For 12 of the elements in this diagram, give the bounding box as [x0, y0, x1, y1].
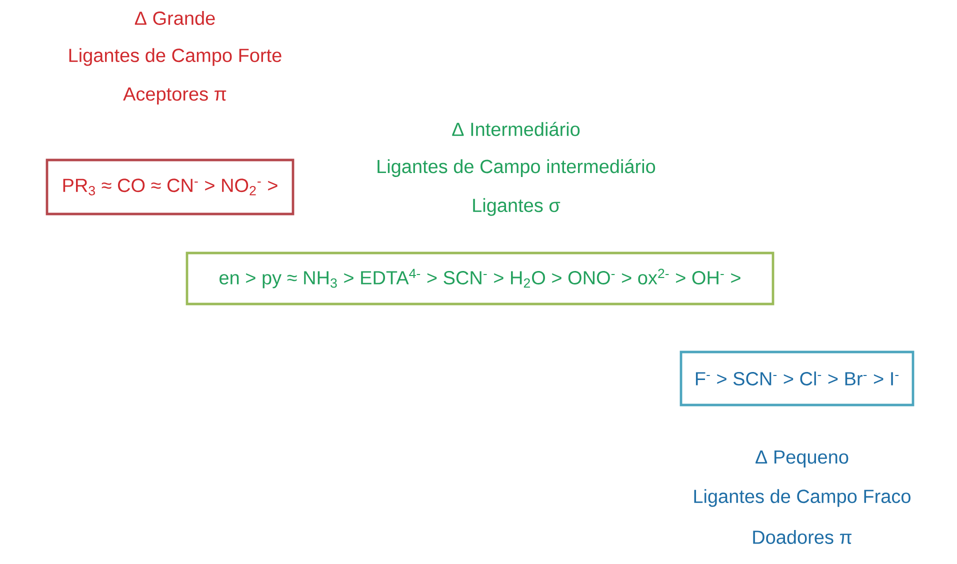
- caption-text: Ligantes de Campo Forte: [69, 48, 282, 66]
- series-box: en > py ≈ NH$_{3}$ > EDTA$^{4-}$ > SCN$^{-}$ > H$_{2}$O > ONO$^{-}$ > ox$^{2-}$ > OH$^{-}$ >: [186, 252, 774, 306]
- caption-text: Δ Grande: [134, 11, 215, 25]
- series-box: F$^{-}$ > SCN$^{-}$ > Cl$^{-}$ > Br$^{-}$ > I$^{-}$: [680, 350, 914, 406]
- caption-text: Ligantes de Campo intermediário: [378, 159, 656, 177]
- caption-text: Δ Intermediário: [452, 122, 580, 136]
- caption-text: Ligantes σ: [473, 198, 560, 216]
- series-box: PR$_{3}$ ≈ CO ≈ CN$^{-}$ > NO$_{2}$$^{-}$ >: [46, 158, 294, 216]
- caption-text: Ligantes de Campo Fraco: [694, 489, 910, 507]
- caption-text: Doadores π: [753, 530, 852, 544]
- caption-text: Aceptores π: [123, 88, 226, 104]
- caption-text: Δ Pequeno: [756, 450, 848, 468]
